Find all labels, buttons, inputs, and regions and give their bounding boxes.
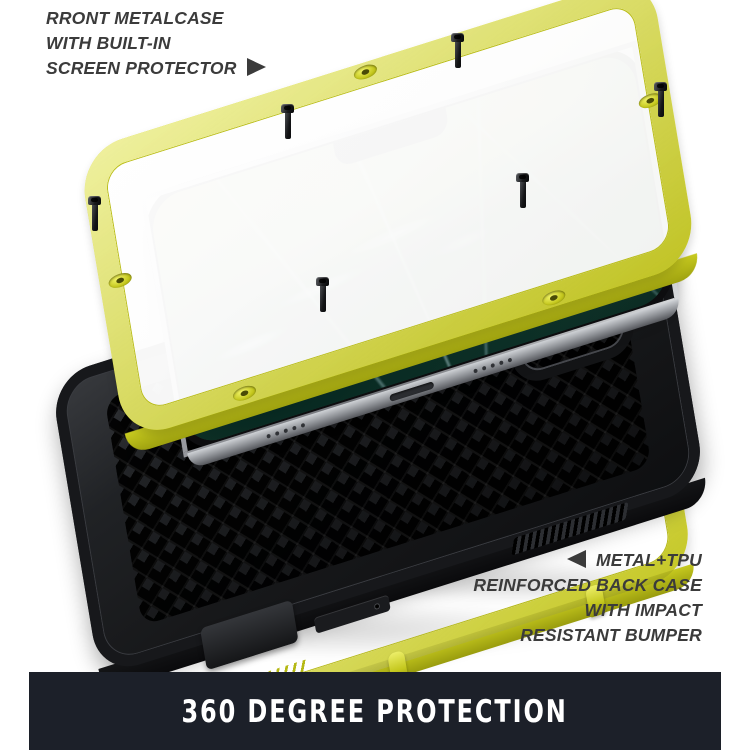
bottom-banner: 360 DEGREE PROTECTION	[30, 673, 720, 750]
hex-screw	[88, 196, 101, 231]
callout-bottom-line-4: RESISTANT BUMPER	[520, 624, 702, 645]
hex-screw	[451, 33, 464, 68]
screw-shaft	[657, 91, 664, 117]
screw-head	[88, 196, 101, 205]
screw-shaft	[91, 205, 98, 231]
screw-head	[451, 33, 464, 42]
callout-top-line-3-text: SCREEN PROTECTOR	[46, 57, 237, 78]
screw-shaft	[454, 42, 461, 68]
hex-screw	[281, 104, 294, 139]
callout-bottom-line-2: REINFORCED BACK CASE	[473, 574, 702, 595]
banner-title: 360 DEGREE PROTECTION	[181, 693, 569, 730]
screw-shaft	[319, 286, 326, 312]
screw-shaft	[519, 182, 526, 208]
arrow-right-icon	[246, 57, 266, 76]
arrow-left-icon	[567, 550, 586, 568]
callout-top-line-2: WITH BUILT-IN	[46, 32, 171, 53]
screw-head	[281, 104, 294, 113]
callout-metal-tpu-back-case: METAL+TPU REINFORCED BACK CASE WITH IMPA…	[473, 548, 702, 647]
callout-bottom-line-3: WITH IMPACT	[584, 599, 702, 620]
callout-top-line-3: SCREEN PROTECTOR	[46, 56, 266, 81]
callout-front-metalcase: RRONT METALCASE WITH BUILT-IN SCREEN PRO…	[46, 6, 266, 81]
screw-head	[654, 82, 667, 91]
hex-screw	[516, 173, 529, 208]
screw-head	[516, 173, 529, 182]
exploded-view-illustration	[0, 0, 750, 690]
hex-screw	[654, 82, 667, 117]
hex-screw	[316, 277, 329, 312]
callout-bottom-line-1-text: METAL+TPU	[596, 550, 702, 570]
screw-head	[316, 277, 329, 286]
callout-bottom-line-1: METAL+TPU	[473, 548, 702, 573]
callout-top-line-1: RRONT METALCASE	[46, 8, 224, 28]
screw-shaft	[284, 113, 291, 139]
